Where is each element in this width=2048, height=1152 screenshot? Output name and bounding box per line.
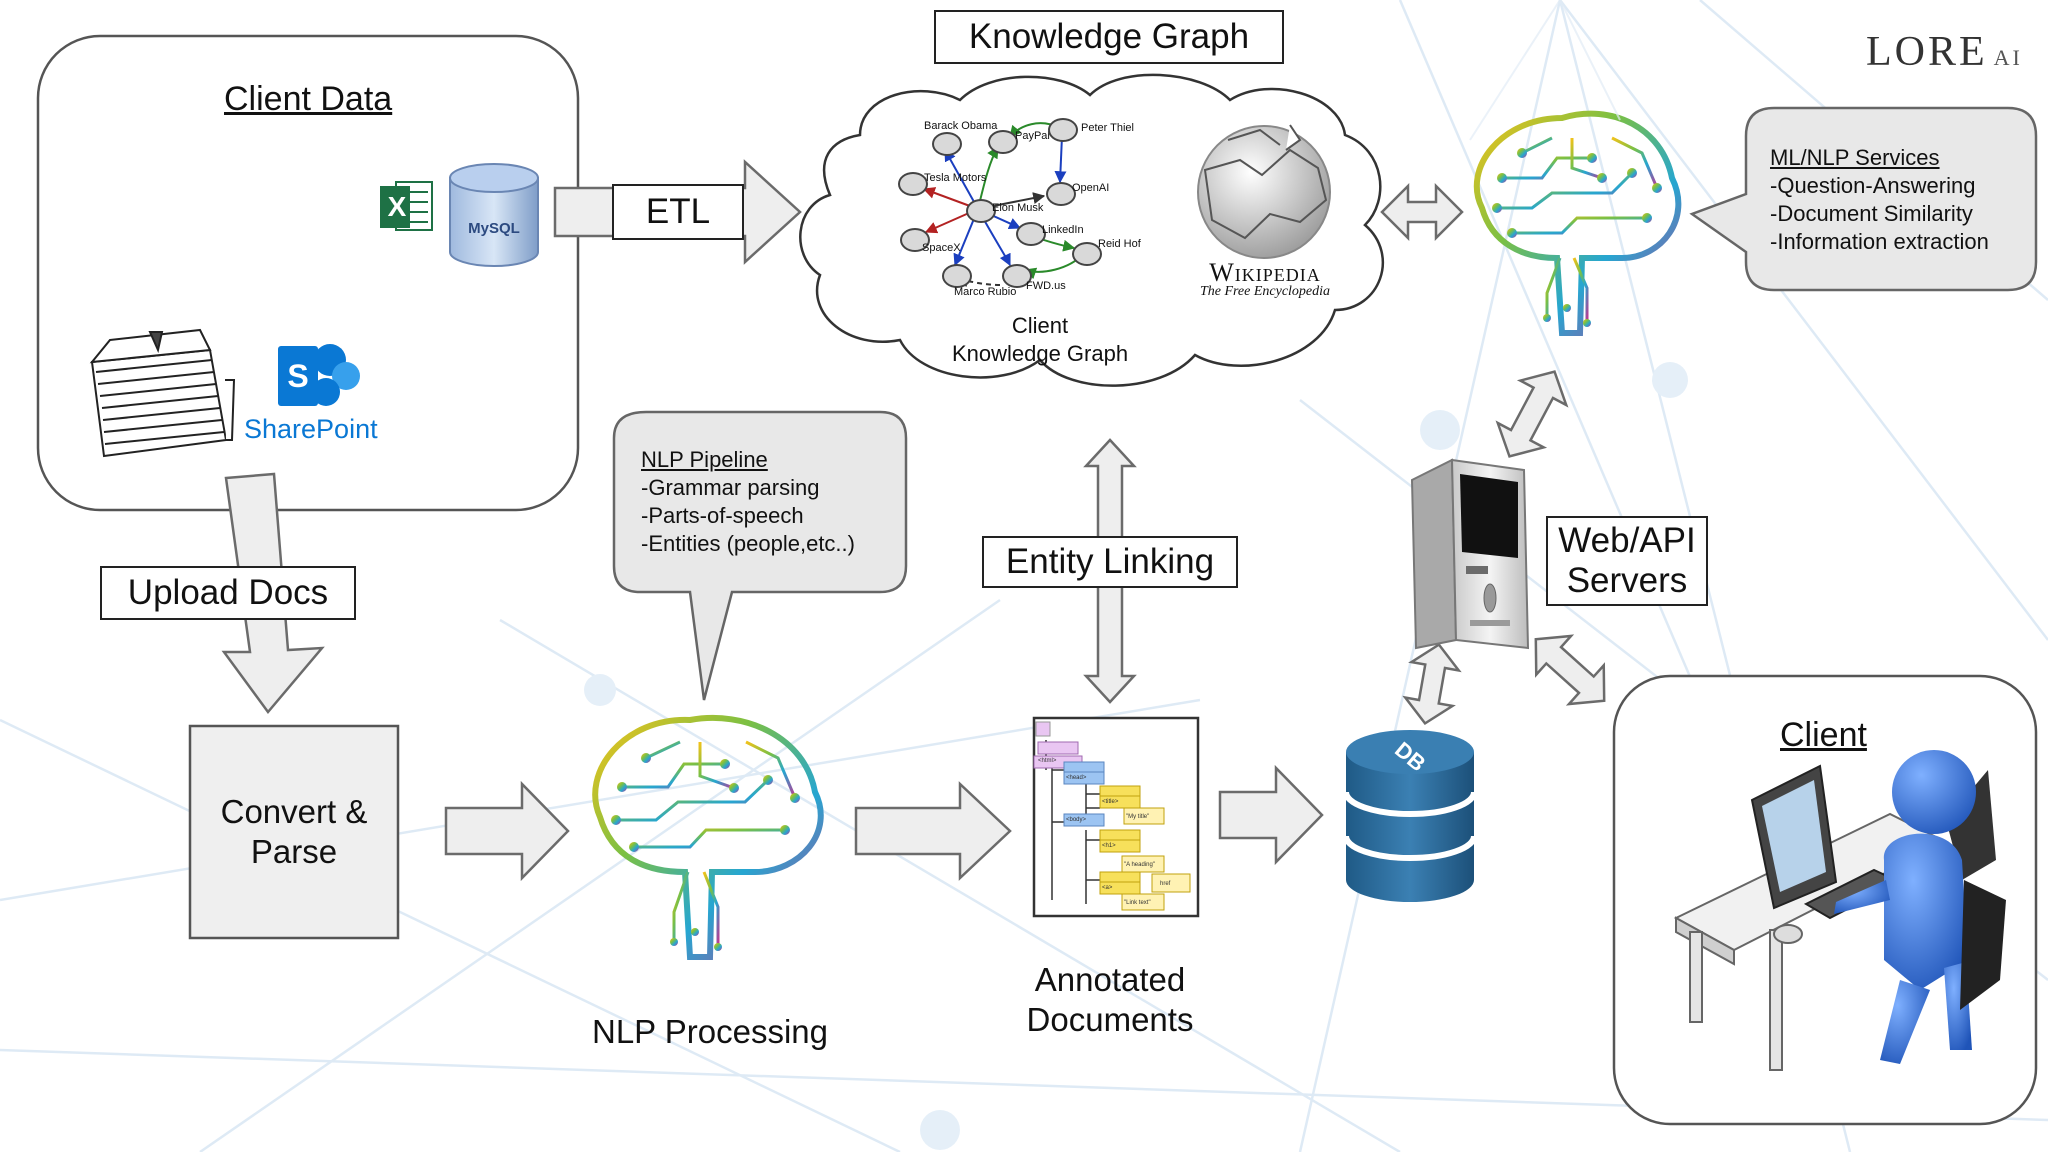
tree-label: <head> [1066,775,1087,781]
ml-to-server-double-arrow [1495,370,1569,458]
tree-label: "My title" [1126,814,1150,820]
annotated-line1: Annotated [1034,961,1186,998]
nlp-pipeline-text: NLP Pipeline -Grammar parsing -Parts-of-… [641,446,855,558]
nlp-to-docs-arrow [854,781,1012,881]
server-to-client-double-arrow [1534,634,1606,706]
convert-line1: Convert & [220,793,368,830]
kg-node-linkedin [1016,222,1046,246]
tree-label: <title> [1102,799,1119,805]
tree-label: "A heading" [1124,862,1155,868]
tree-label: <a> [1102,885,1113,891]
sharepoint-label: SharePoint [244,414,378,444]
nlp-pipeline-bubble [612,410,908,701]
ml-services-bubble [1689,106,2038,292]
wikipedia-subtitle: The Free Encyclopedia [1199,284,1331,299]
annotated-documents-caption: Annotated Documents [1010,960,1210,1040]
kg-node-fwd [1002,264,1032,288]
kg-node-label: Peter Thiel [1081,122,1134,134]
convert-to-nlp-arrow [444,780,570,882]
kg-caption-line1: Client [1011,313,1069,338]
background-network-overlay [1469,0,1621,141]
logo-suffix: AI [1993,45,2023,70]
convert-line2: Parse [250,833,338,870]
kg-to-ml-double-arrow [1380,182,1464,242]
kg-node-hoffman [1072,242,1102,266]
kg-node-label: FWD.us [1026,280,1066,292]
kg-cloud-caption: Client Knowledge Graph [930,312,1150,368]
kg-node-tesla [898,172,928,196]
kg-node-obama [932,132,962,156]
nlp-pipeline-item: -Entities (people,etc..) [641,531,855,556]
annotated-tree-lines [1045,740,1100,904]
kg-node-label: Marco Rubio [954,286,1017,298]
convert-parse-box [188,724,400,940]
kg-node-label: OpenAI [1072,182,1110,194]
tree-label: <body> [1066,817,1087,823]
ml-service-item: -Information extraction [1770,229,1989,254]
nlp-brain-icon [592,714,824,960]
sharepoint-letter: S [287,358,309,394]
annotated-tree-nodes [1033,721,1191,911]
database-cylinder-icon [1343,730,1477,902]
kg-node-musk [966,199,996,223]
kg-node-label: Tesla Motors [924,172,987,184]
kg-node-label: LinkedIn [1042,224,1084,236]
client-user-at-computer-icon [1673,750,2006,1071]
convert-parse-label: Convert & Parse [190,792,398,872]
excel-icon [380,181,433,231]
client-title: Client [1780,716,1867,754]
knowledge-graph-title: Knowledge Graph [934,10,1284,64]
kg-node-label: Reid Hof [1098,238,1141,250]
tree-label: <h1> [1102,843,1116,849]
kg-node-spacex [900,228,930,252]
nlp-pipeline-title: NLP Pipeline [641,447,768,472]
ml-services-title: ML/NLP Services [1770,145,1940,170]
etl-label: ETL [612,184,744,240]
ml-service-item: -Question-Answering [1770,173,1976,198]
kg-node-label: Elon Musk [992,202,1044,214]
docs-to-db-arrow [1218,764,1324,866]
wikipedia-globe-icon [1197,124,1331,259]
excel-letter: X [387,191,407,222]
kg-caption-line2: Knowledge Graph [951,341,1129,366]
mysql-label: MySQL [468,220,520,237]
kg-node-label: SpaceX [922,242,961,254]
nlp-pipeline-item: -Parts-of-speech [641,503,804,528]
ml-services-text: ML/NLP Services -Question-Answering -Doc… [1770,144,1989,256]
web-server-tower-icon [1410,458,1530,650]
kg-node-label: PayPal [1015,130,1050,142]
tree-label: <html> [1038,758,1057,764]
sharepoint-icon [278,344,360,406]
logo-text: LORE [1866,29,1988,75]
wikipedia-title: Wikipedia [1209,258,1321,287]
paper-documents-icon [89,328,236,458]
web-api-line2: Servers [1566,561,1688,600]
client-data-title: Client Data [224,80,393,118]
mysql-database-icon [449,163,539,267]
web-api-line1: Web/API [1558,521,1696,560]
kg-node-paypal [988,130,1018,154]
web-api-servers-label: Web/API Servers [1546,516,1708,606]
nlp-pipeline-item: -Grammar parsing [641,475,820,500]
nlp-processing-caption: NLP Processing [591,1013,828,1050]
upload-docs-label: Upload Docs [100,566,356,620]
entity-linking-label: Entity Linking [982,536,1238,588]
kg-node-thiel [1048,118,1078,142]
kg-node-label: Barack Obama [924,120,998,132]
kg-node-openai [1046,182,1076,206]
tree-label: "Link text" [1124,900,1151,906]
tree-label: href [1160,881,1171,887]
annotated-line2: Documents [1026,1001,1194,1038]
ml-service-item: -Document Similarity [1770,201,1973,226]
db-to-server-double-arrow [1402,642,1462,726]
ml-brain-icon [1473,110,1682,336]
kg-node-rubio [942,264,972,288]
